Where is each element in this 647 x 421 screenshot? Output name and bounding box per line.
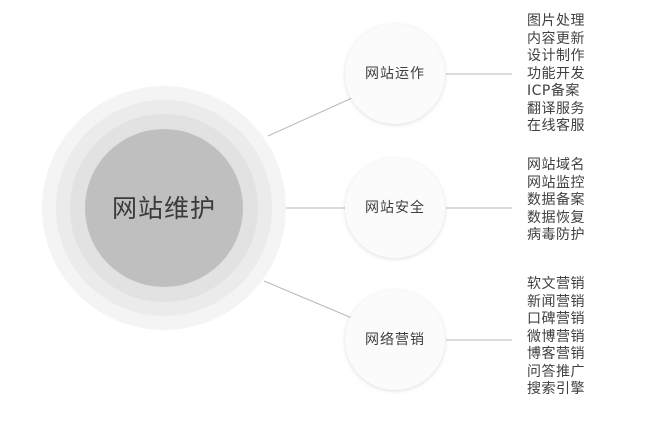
- branch-node-label: 网络营销: [365, 332, 425, 348]
- list-item: 微博营销: [527, 328, 585, 345]
- list-item: 数据恢复: [527, 209, 585, 226]
- list-item: 图片处理: [527, 13, 585, 29]
- list-item: 病毒防护: [527, 227, 585, 243]
- list-item: ICP备案: [527, 83, 580, 99]
- list-item: 翻译服务: [527, 100, 585, 117]
- list-item: 设计制作: [527, 48, 585, 64]
- list-item: 数据备案: [527, 192, 585, 208]
- branch-node-network-marketing[interactable]: 网络营销: [345, 290, 445, 390]
- center-hub-core[interactable]: 网站维护: [85, 129, 243, 287]
- center-hub-outer-ring: 网站维护: [42, 86, 286, 330]
- item-list-website-operation: 图片处理 内容更新 设计制作 功能开发 ICP备案 翻译服务 在线客服: [527, 13, 585, 136]
- connector-center-to-node-0: [267, 97, 353, 137]
- center-hub-inner-ring: 网站维护: [70, 114, 258, 302]
- list-item: 新闻营销: [527, 293, 585, 310]
- branch-node-website-security[interactable]: 网站安全: [345, 158, 445, 258]
- list-item: 博客营销: [527, 346, 585, 362]
- list-item: 搜索引擎: [527, 381, 585, 397]
- center-hub-middle-ring: 网站维护: [56, 100, 272, 316]
- list-item: 口碑营销: [527, 311, 585, 327]
- branch-node-website-operation[interactable]: 网站运作: [345, 24, 445, 124]
- branch-node-label: 网站安全: [365, 200, 425, 216]
- center-hub-label: 网站维护: [111, 193, 216, 223]
- list-item: 网站监控: [527, 174, 585, 191]
- list-item: 功能开发: [527, 65, 585, 82]
- list-item: 内容更新: [527, 30, 585, 47]
- item-list-website-security: 网站域名 网站监控 数据备案 数据恢复 病毒防护: [527, 157, 585, 245]
- connector-center-to-node-2: [263, 280, 353, 319]
- list-item: 网站域名: [527, 157, 585, 173]
- list-item: 软文营销: [527, 276, 585, 292]
- item-list-network-marketing: 软文营销 新闻营销 口碑营销 微博营销 博客营销 问答推广 搜索引擎: [527, 276, 585, 399]
- branch-node-label: 网站运作: [365, 66, 425, 82]
- list-item: 在线客服: [527, 118, 585, 134]
- list-item: 问答推广: [527, 363, 585, 380]
